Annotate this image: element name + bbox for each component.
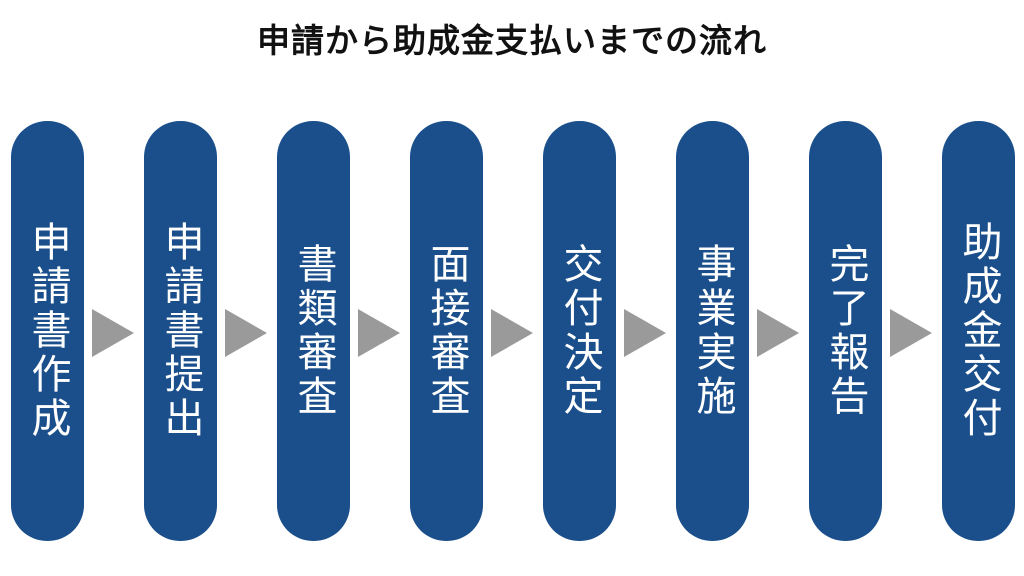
- step-1-label: 申請書作成: [24, 221, 71, 441]
- step-8: 助成金交付: [942, 121, 1015, 541]
- step-6-label: 事業実施: [689, 243, 736, 419]
- arrow-right-icon: [225, 309, 267, 357]
- arrow-right-icon: [358, 309, 400, 357]
- step-2-label: 申請書提出: [157, 221, 204, 441]
- step-2: 申請書提出: [144, 121, 217, 541]
- page-title: 申請から助成金支払いまでの流れ: [257, 21, 767, 60]
- step-5-label: 交付決定: [556, 243, 603, 419]
- step-4-label: 面接審査: [423, 243, 470, 419]
- step-8-label: 助成金交付: [955, 221, 1002, 441]
- step-7-label: 完了報告: [822, 243, 869, 419]
- step-4: 面接審査: [410, 121, 483, 541]
- arrow-right-icon: [92, 309, 134, 357]
- arrow-right-icon: [491, 309, 533, 357]
- arrow-right-icon: [890, 309, 932, 357]
- step-6: 事業実施: [676, 121, 749, 541]
- step-3: 書類審査: [277, 121, 350, 541]
- step-1: 申請書作成: [11, 121, 84, 541]
- step-7: 完了報告: [809, 121, 882, 541]
- step-5: 交付決定: [543, 121, 616, 541]
- arrow-right-icon: [624, 309, 666, 357]
- step-3-label: 書類審査: [290, 243, 337, 419]
- arrow-right-icon: [757, 309, 799, 357]
